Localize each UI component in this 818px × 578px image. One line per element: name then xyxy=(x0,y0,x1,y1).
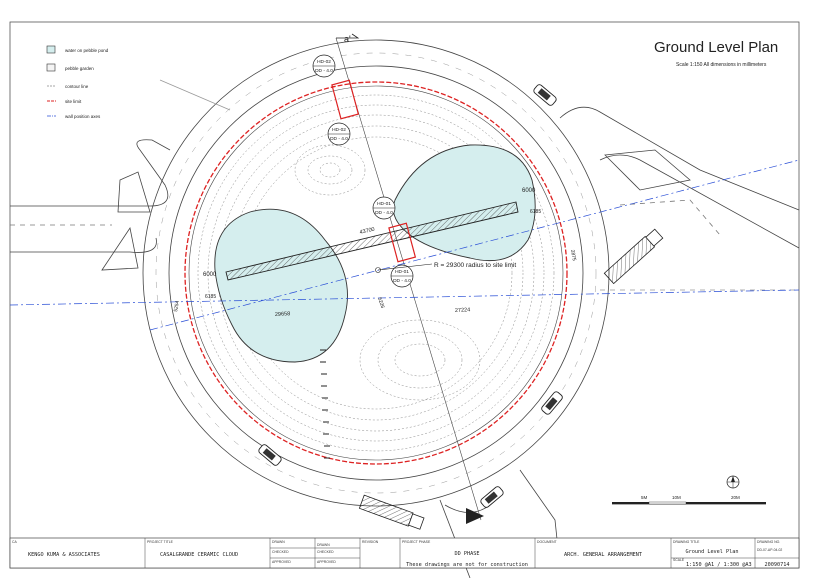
ne-road-bottom xyxy=(599,154,800,249)
section-label: a xyxy=(470,513,475,522)
scale-bar: 5M 10M 20M xyxy=(612,495,766,505)
vehicle-car xyxy=(258,444,282,466)
sheet-border xyxy=(9,21,800,569)
detail-tag-id: HD-01 xyxy=(395,269,409,275)
wall-axis-1 xyxy=(9,289,800,306)
tb-approved-label: APPROVED xyxy=(317,560,336,564)
legend-label: contour line xyxy=(65,84,89,89)
nw-road xyxy=(159,79,231,111)
scale-note: Scale 1:150 All dimensions in millimeter… xyxy=(676,62,767,68)
tb-document-label: DOCUMENT xyxy=(537,540,557,544)
legend-label: wall position axes xyxy=(65,114,101,119)
section-label: a' xyxy=(344,34,351,44)
detail-tag-ref: DD - 4.0 xyxy=(393,278,411,284)
title-block: CA KENGO KUMA & ASSOCIATES PROJECT TITLE… xyxy=(9,537,800,569)
tb-drawn-label: DRAWN xyxy=(272,540,285,544)
west-island-2 xyxy=(117,171,151,213)
radius-label: R = 29300 radius to site limit xyxy=(434,262,516,269)
tb-phase-label: PROJECT PHASE xyxy=(402,540,431,544)
section-marker-top[interactable]: a' xyxy=(336,33,360,44)
tb-warning: These drawings are not for construction xyxy=(406,562,528,568)
detail-tag-ref: DD - 4.0 xyxy=(330,136,348,142)
tb-dno-value: DD-07-AP-04-02 xyxy=(757,548,782,552)
west-road-top xyxy=(10,139,171,207)
detail-box-north xyxy=(331,79,360,120)
tb-phase-value: DD PHASE xyxy=(455,551,480,557)
detail-tag[interactable]: HD-02 DD - 4.0 xyxy=(312,54,336,78)
scale-bar-label: 5M xyxy=(641,495,648,500)
tb-ca-value: KENGO KUMA & ASSOCIATES xyxy=(28,552,100,558)
scale-bar-label: 20M xyxy=(731,495,740,500)
dim-axis-west: 29658 xyxy=(275,311,291,318)
drawing-title: Ground Level Plan xyxy=(654,39,778,56)
west-island xyxy=(101,226,139,271)
grade-ticks xyxy=(320,349,330,459)
section-marker-bottom[interactable]: a xyxy=(466,508,484,524)
tb-scale-value: 1:150 @A1 / 1:300 @A3 xyxy=(686,562,752,568)
detail-tag[interactable]: HD-01 DD - 4.0 xyxy=(372,196,396,220)
vehicle-car xyxy=(533,84,557,106)
legend: water on pebble pond pebble garden conto… xyxy=(46,45,109,119)
tb-ca-label: CA xyxy=(12,540,17,544)
dimension-labels: 6000 6000 43700 27224 29658 6185 6185 52… xyxy=(173,188,577,318)
center-point xyxy=(375,267,381,273)
ne-road-top xyxy=(559,106,800,211)
dim-section: 5226 xyxy=(376,297,385,310)
vehicle-truck xyxy=(603,228,664,285)
water-pond-west xyxy=(214,208,348,363)
road-lane-markings xyxy=(155,52,597,494)
tb-scale-label: SCALE xyxy=(673,558,685,562)
ne-island xyxy=(604,149,691,191)
detail-tag-ref: DD - 4.0 xyxy=(375,210,393,216)
detail-tag-id: HD-02 xyxy=(332,127,346,133)
vehicle-car xyxy=(541,391,563,415)
detail-tag-ref: DD - 4.0 xyxy=(315,68,333,74)
dim-wall-end-east: 6000 xyxy=(522,188,536,194)
scale-bar-label: 10M xyxy=(672,495,681,500)
radius-leader xyxy=(377,263,433,271)
vehicle-car xyxy=(480,486,504,508)
tb-dtitle-value: Ground Level Plan xyxy=(685,549,738,555)
ceramic-wall xyxy=(225,201,519,281)
site-inner-ring xyxy=(188,85,564,461)
legend-label: site limit xyxy=(65,99,82,104)
tb-project-label: PROJECT TITLE xyxy=(147,540,174,544)
north-arrow-icon xyxy=(726,475,740,489)
vehicle-truck xyxy=(358,494,425,530)
site-limit-circle xyxy=(184,81,568,465)
legend-label: water on pebble pond xyxy=(65,48,109,53)
legend-label: pebble garden xyxy=(65,66,94,71)
tb-date-value: 20090714 xyxy=(765,562,790,568)
tb-checked-label: CHECKED xyxy=(317,550,334,554)
legend-pebble-swatch xyxy=(46,63,56,72)
detail-tag[interactable]: HD-01 DD - 4.0 xyxy=(390,264,414,288)
dim-wall-length: 43700 xyxy=(359,227,375,236)
dim-wall-end-west: 6000 xyxy=(203,272,217,278)
dim-west-edge: 5254 xyxy=(173,300,181,312)
tb-checked-label: CHECKED xyxy=(272,550,289,554)
detail-tag-id: HD-02 xyxy=(317,59,331,65)
dim-east-edge: 2875 xyxy=(569,249,577,261)
dim-offset-west: 6185 xyxy=(205,294,216,300)
tb-dno-label: DRAWING NO. xyxy=(757,540,780,544)
tb-approved-label: APPROVED xyxy=(272,560,291,564)
detail-tag-id: HD-01 xyxy=(377,201,391,207)
dim-offset-east: 6185 xyxy=(530,209,541,215)
legend-water-swatch xyxy=(46,45,56,54)
water-ponds xyxy=(214,144,536,363)
ne-road-lane xyxy=(619,199,721,236)
tb-dtitle-label: DRAWING TITLE xyxy=(673,540,700,544)
west-road-bottom xyxy=(10,237,157,253)
detail-box-center xyxy=(388,222,417,263)
contour-lines xyxy=(197,94,555,452)
detail-tag[interactable]: HD-02 DD - 4.0 xyxy=(327,122,351,146)
tb-drawn-label: DRAWN xyxy=(317,543,330,547)
tb-document-value: ARCH. GENERAL ARRANGEMENT xyxy=(564,552,642,558)
tb-revision-label: REVISION xyxy=(362,540,379,544)
tb-project-value: CASALGRANDE CERAMIC CLOUD xyxy=(160,552,238,558)
dim-axis-east: 27224 xyxy=(455,307,471,314)
road-inner-edge xyxy=(168,65,584,481)
